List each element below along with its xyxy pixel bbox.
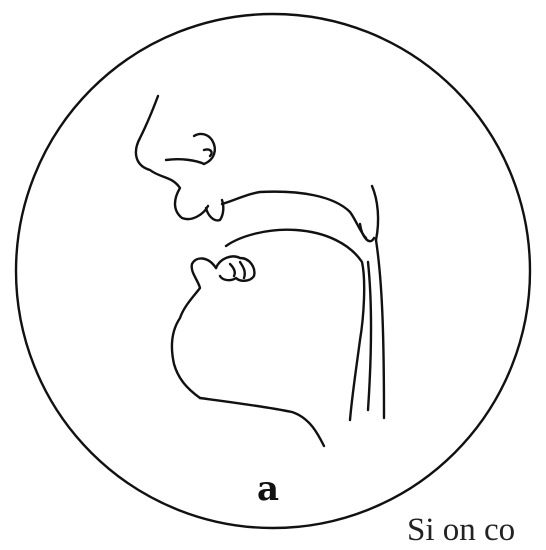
caption-text-fragment: Si on co [407, 512, 546, 548]
lower-incisor-mark-2 [240, 262, 245, 278]
epiglottis [368, 262, 371, 410]
frame-circle [16, 14, 530, 528]
lower-lip [172, 258, 216, 398]
uvula [360, 224, 374, 241]
tongue-outline [226, 230, 364, 420]
nostril-hook [204, 149, 212, 156]
pharynx-wall [376, 240, 384, 418]
lower-teeth [216, 256, 254, 280]
lower-incisor-mark [230, 264, 235, 276]
nose-outline [136, 96, 208, 219]
pharynx-wall-upper [372, 186, 378, 240]
jaw-line [200, 398, 324, 446]
upper-incisor [206, 200, 223, 220]
figure-label: a [257, 472, 279, 506]
